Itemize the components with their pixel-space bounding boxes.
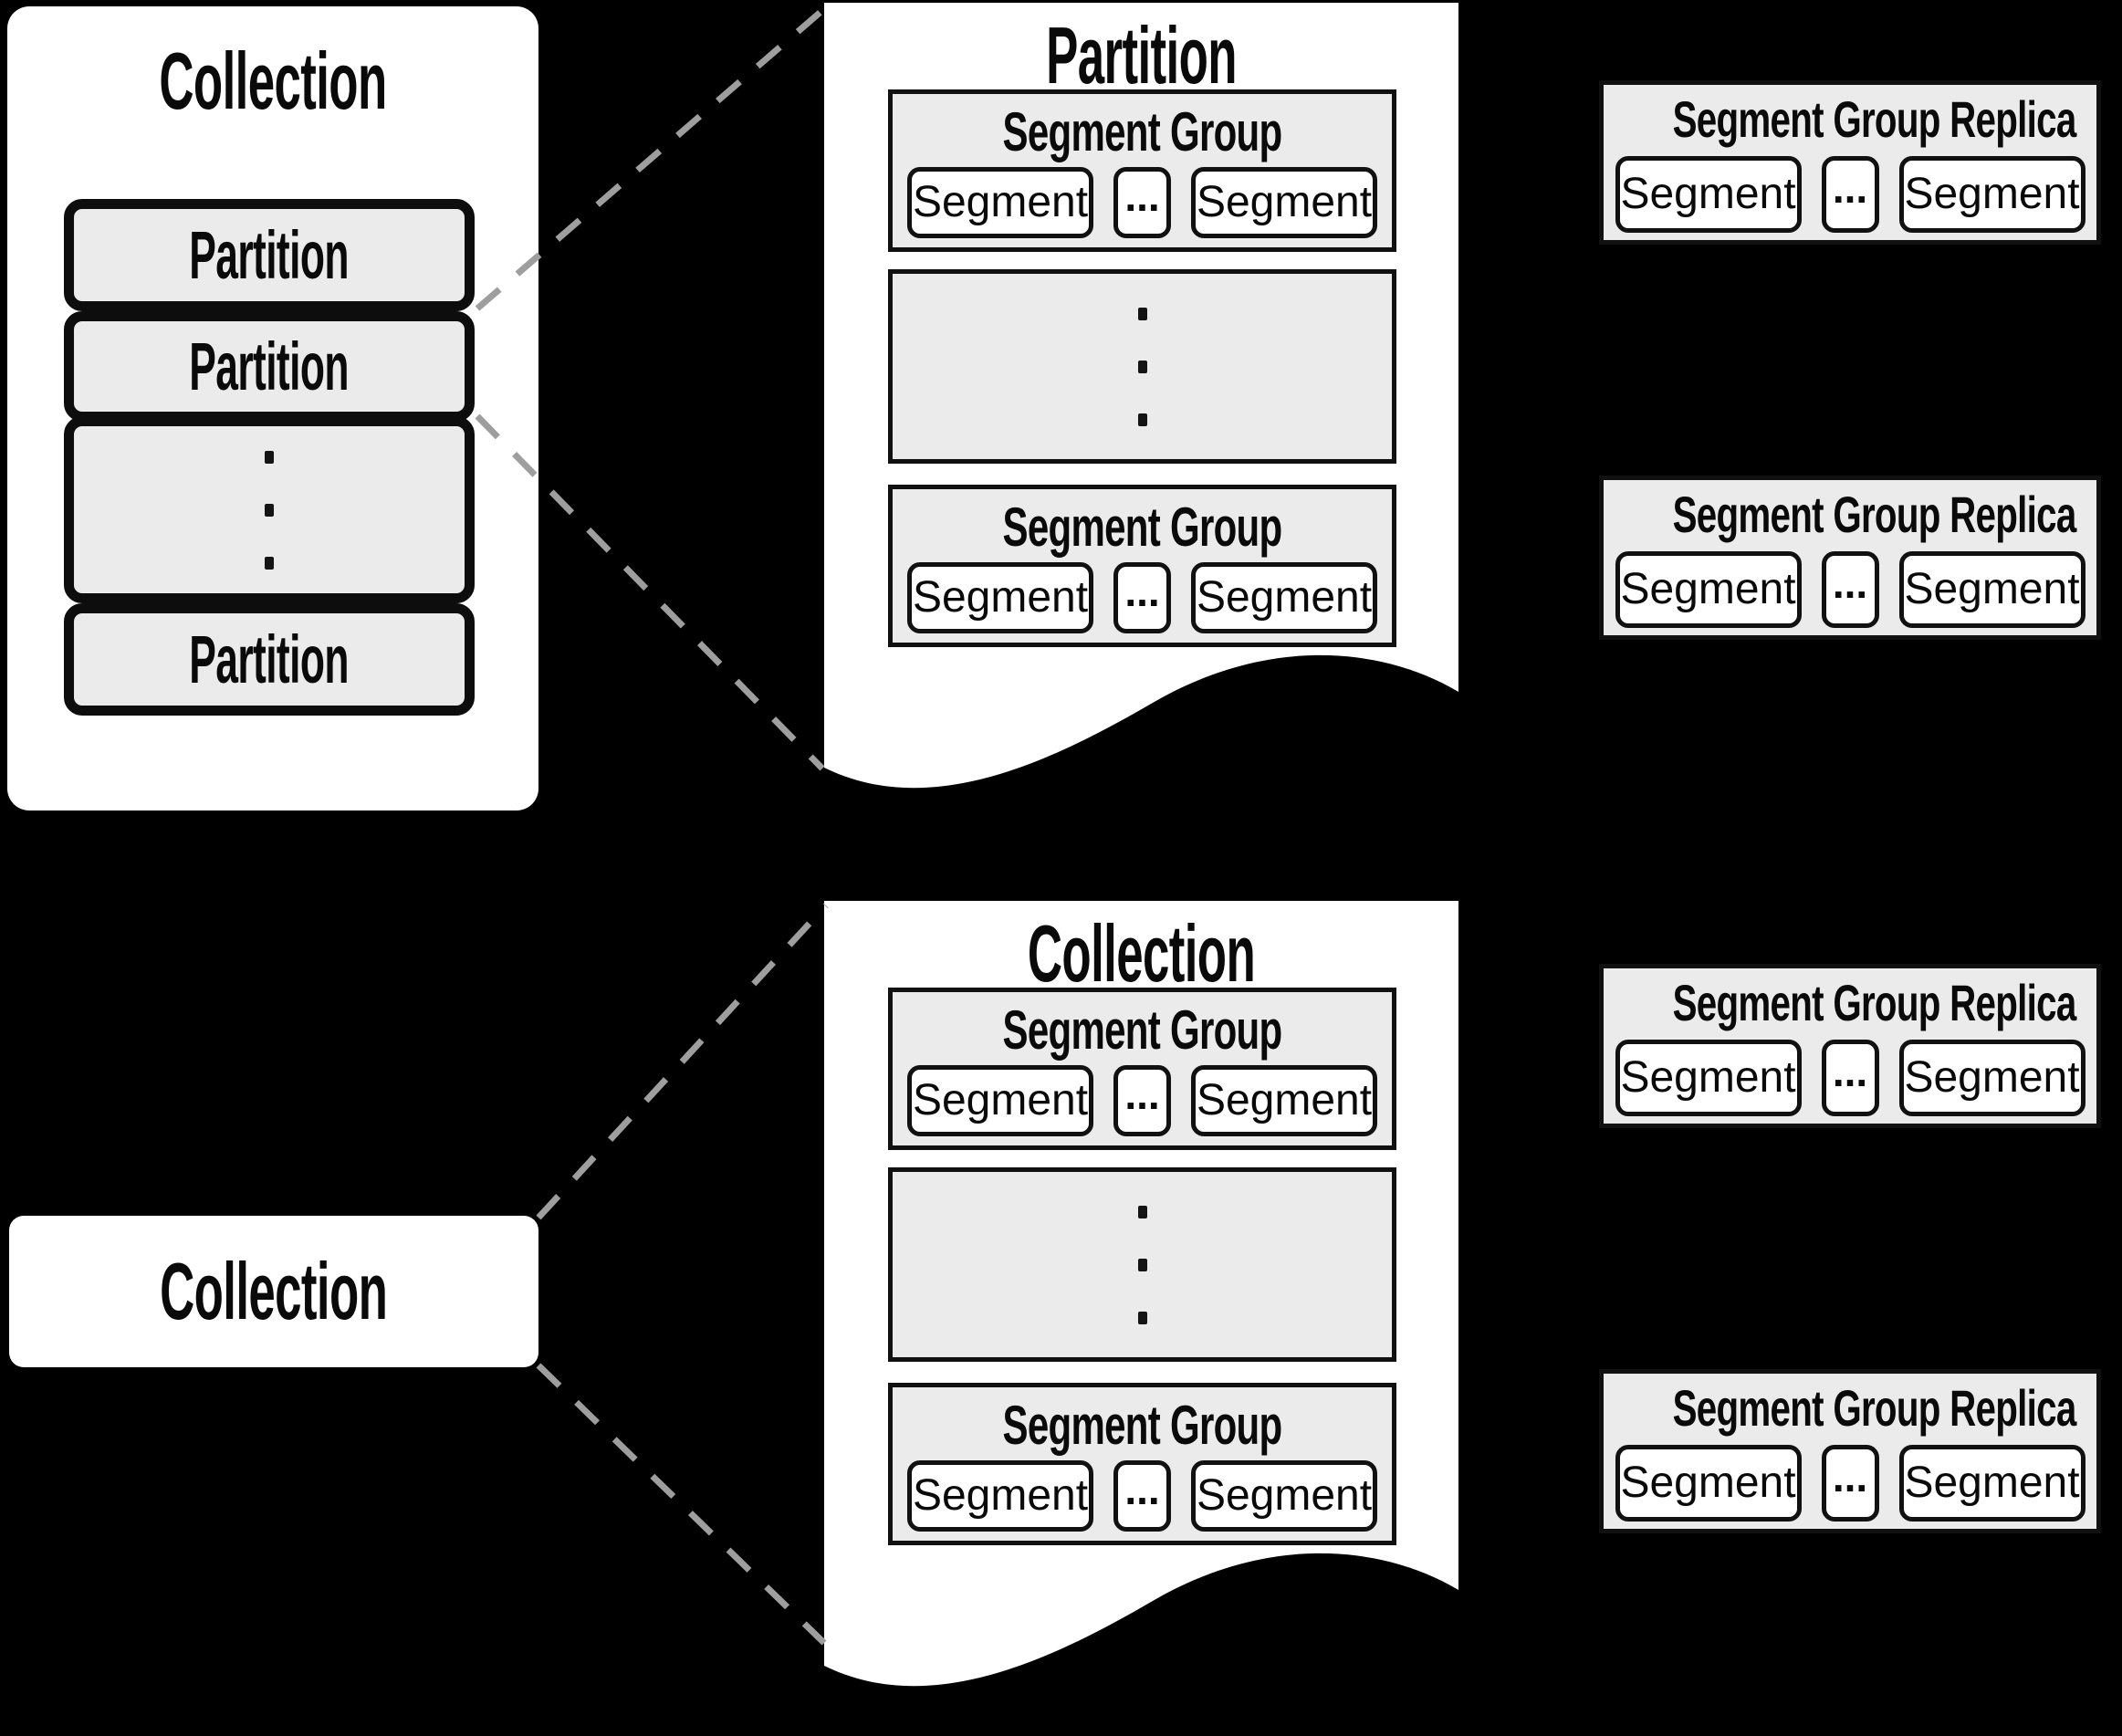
collection-panel-title: Collection — [159, 36, 387, 126]
segment-group-replica-box: Segment Group Replica Segment ... Segmen… — [1599, 1369, 2101, 1533]
ellipsis-box: ... — [1113, 1065, 1171, 1136]
segment-box: Segment — [1191, 1460, 1377, 1532]
partition-more-box — [64, 416, 475, 603]
collection-box-title: Collection — [160, 1246, 388, 1336]
ellipsis-dot — [1137, 1205, 1147, 1218]
segment-group-box: Segment Group Segment ... Segment — [888, 988, 1396, 1150]
segment-row: Segment ... Segment — [1604, 1445, 2096, 1522]
ellipsis-box: ... — [1113, 562, 1171, 633]
ellipsis-box: ... — [1821, 1040, 1879, 1116]
segment-box: Segment — [1615, 156, 1802, 233]
ellipsis-dot — [265, 450, 274, 464]
segment-row: Segment ... Segment — [1604, 551, 2096, 628]
segment-group-box: Segment Group Segment ... Segment — [888, 89, 1396, 252]
partition-box-3: Partition — [64, 603, 475, 716]
vertical-ellipsis-icon — [893, 274, 1392, 459]
partition-box-1: Partition — [64, 199, 475, 311]
segment-box: Segment — [1191, 167, 1377, 238]
segment-row: Segment ... Segment — [893, 1460, 1392, 1532]
vertical-ellipsis-icon — [893, 1172, 1392, 1357]
segment-group-title: Segment Group — [1002, 497, 1283, 558]
segment-box: Segment — [907, 167, 1093, 238]
segment-group-replica-box: Segment Group Replica Segment ... Segmen… — [1599, 80, 2101, 245]
segment-box: Segment — [907, 562, 1093, 633]
ellipsis-dot — [1137, 307, 1147, 320]
partition-box-2: Partition — [64, 311, 475, 422]
ellipsis-box: ... — [1113, 167, 1171, 238]
partition-document-title: Partition — [1046, 10, 1237, 100]
partition-box-2-label: Partition — [189, 328, 350, 404]
segment-group-replica-title: Segment Group Replica — [1672, 90, 2077, 148]
ellipsis-box: ... — [1821, 551, 1879, 628]
segment-box: Segment — [1898, 1445, 2085, 1522]
segment-group-replica-title: Segment Group Replica — [1672, 486, 2077, 543]
segment-group-box: Segment Group Segment ... Segment — [888, 485, 1396, 647]
ellipsis-box: ... — [1821, 1445, 1879, 1522]
segment-row: Segment ... Segment — [893, 1065, 1392, 1136]
partition-document: Partition Segment Group Segment ... Segm… — [824, 3, 1458, 810]
segment-box: Segment — [1898, 1040, 2085, 1116]
segment-box: Segment — [1191, 1065, 1377, 1136]
ellipsis-dot — [265, 503, 274, 517]
connector-collection-to-doc-top — [536, 903, 829, 1220]
partition-box-3-label: Partition — [189, 621, 350, 697]
ellipsis-dot — [1137, 1311, 1147, 1324]
segment-box: Segment — [1898, 551, 2085, 628]
segment-group-replica-title: Segment Group Replica — [1672, 974, 2077, 1031]
segment-box: Segment — [907, 1460, 1093, 1532]
more-segment-groups-box — [888, 1167, 1396, 1362]
segment-box: Segment — [1615, 1445, 1802, 1522]
segment-box: Segment — [907, 1065, 1093, 1136]
segment-row: Segment ... Segment — [893, 562, 1392, 633]
vertical-ellipsis-icon — [74, 426, 465, 593]
segment-group-box: Segment Group Segment ... Segment — [888, 1383, 1396, 1545]
collection-panel: Collection Partition Partition Partition — [7, 6, 538, 810]
segment-group-title: Segment Group — [1002, 101, 1283, 162]
segment-box: Segment — [1898, 156, 2085, 233]
segment-row: Segment ... Segment — [1604, 156, 2096, 233]
segment-row: Segment ... Segment — [1604, 1040, 2096, 1116]
segment-box: Segment — [1615, 1040, 1802, 1116]
segment-box: Segment — [1191, 562, 1377, 633]
segment-box: Segment — [1615, 551, 1802, 628]
collection-box: Collection — [9, 1216, 538, 1367]
segment-row: Segment ... Segment — [893, 167, 1392, 238]
ellipsis-dot — [265, 556, 274, 570]
ellipsis-box: ... — [1821, 156, 1879, 233]
ellipsis-dot — [1137, 1258, 1147, 1271]
segment-group-replica-box: Segment Group Replica Segment ... Segmen… — [1599, 964, 2101, 1128]
collection-document: Collection Segment Group Segment ... Seg… — [824, 901, 1458, 1709]
ellipsis-box: ... — [1113, 1460, 1171, 1532]
connector-collection-to-doc-bottom — [536, 1363, 827, 1646]
partition-box-1-label: Partition — [189, 216, 350, 293]
ellipsis-dot — [1137, 360, 1147, 373]
segment-group-title: Segment Group — [1002, 999, 1283, 1061]
segment-group-title: Segment Group — [1002, 1395, 1283, 1456]
segment-group-replica-title: Segment Group Replica — [1672, 1379, 2077, 1437]
more-segment-groups-box — [888, 269, 1396, 464]
segment-group-replica-box: Segment Group Replica Segment ... Segmen… — [1599, 476, 2101, 640]
collection-document-title: Collection — [1027, 908, 1256, 999]
ellipsis-dot — [1137, 413, 1147, 426]
